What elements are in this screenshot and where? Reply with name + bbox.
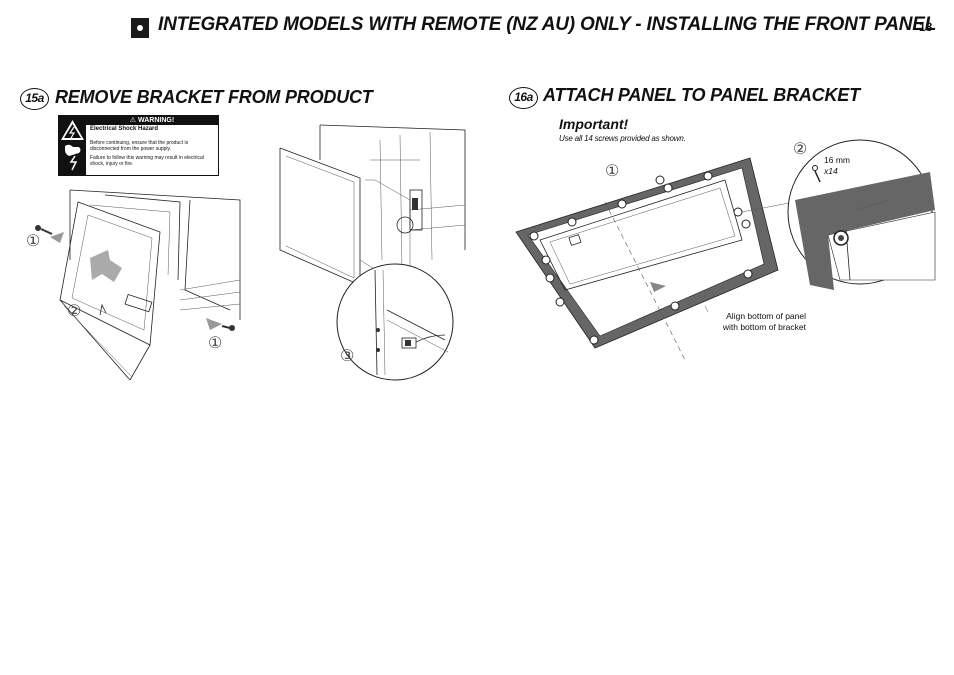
important-note: Use all 14 screws provided as shown. (559, 134, 686, 143)
section-title-attach-panel: ATTACH PANEL TO PANEL BRACKET (543, 85, 860, 105)
callout-1-left: ① (26, 231, 41, 250)
warning-heading: ⚠ WARNING! (86, 116, 218, 125)
callout-3: ③ (340, 346, 355, 365)
illustration-side-view (279, 124, 466, 381)
screw-icon (812, 165, 821, 183)
warning-hazard: Electrical Shock Hazard (90, 126, 159, 132)
step-badge-16a: 16a (509, 87, 538, 109)
step-badge-15a: 15a (20, 88, 49, 110)
electric-shock-icon (59, 116, 86, 175)
illustration-remove-bracket (35, 189, 241, 381)
warning-text: Before continuing, ensure that the produ… (90, 140, 204, 167)
screw-icon (35, 225, 53, 235)
header-bullet-icon (131, 18, 149, 38)
page-title: INTEGRATED MODELS WITH REMOTE (NZ AU) ON… (158, 14, 937, 35)
section-title-remove-bracket: REMOVE BRACKET FROM PRODUCT (55, 87, 373, 107)
page-number: 18 (919, 20, 933, 34)
callout-2-panel: ② (793, 139, 808, 158)
warning-box: ⚠ WARNING! Electrical Shock Hazard Befor… (58, 115, 219, 176)
warning-triangle-icon: ⚠ (129, 117, 137, 124)
screw-size: 16 mm (824, 155, 850, 165)
illustration-attach-panel (515, 139, 936, 361)
screw-quantity: x14 (824, 166, 838, 176)
callout-1-right: ① (208, 333, 223, 352)
align-note: Align bottom of panel with bottom of bra… (722, 311, 806, 332)
callout-1-panel: ① (605, 161, 620, 180)
important-label: Important! (559, 116, 629, 132)
callout-2-left: ② (67, 301, 82, 320)
